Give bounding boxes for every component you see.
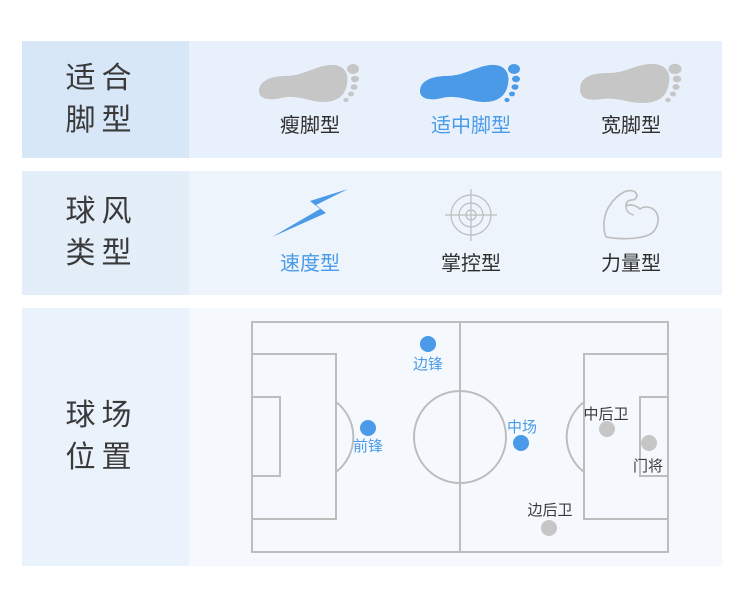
crosshair-icon [445,189,497,241]
football-pitch: 边锋 前锋 中场 中后卫 门将 边后卫 [251,321,669,553]
style-option-control[interactable]: 掌控型 [401,187,541,276]
foot-icon [420,64,520,103]
position-winger[interactable]: 边锋 [413,336,443,373]
position-label: 球场位置 [65,398,138,475]
position-full-back[interactable]: 边后卫 [527,501,573,536]
svg-text:前锋: 前锋 [353,437,383,455]
svg-text:门将: 门将 [633,457,663,475]
foot-type-row: 适合脚型 瘦脚型 适中脚型 [22,41,722,158]
foot-option-medium-label: 适中脚型 [431,113,511,137]
style-option-power[interactable]: 力量型 [561,187,701,276]
pitch-lines [251,321,669,553]
style-option-control-label: 掌控型 [441,251,501,275]
play-style-options: 速度型 掌控型 力量型 [189,171,722,295]
pitch-area: 边锋 前锋 中场 中后卫 门将 边后卫 [189,308,722,566]
svg-text:中场: 中场 [507,418,537,436]
position-striker[interactable]: 前锋 [353,420,383,455]
play-style-label-cell: 球风类型 [22,171,189,295]
position-midfield[interactable]: 中场 [507,418,537,451]
svg-text:中后卫: 中后卫 [583,405,628,423]
foot-type-label-cell: 适合脚型 [22,41,189,158]
position-goalkeeper[interactable]: 门将 [633,435,663,475]
foot-option-slim-label: 瘦脚型 [280,113,340,137]
play-style-row: 球风类型 速度型 掌控型 力量型 [22,171,722,295]
muscle-arm-icon [603,189,659,240]
lightning-icon [272,189,348,237]
foot-option-wide-label: 宽脚型 [601,113,661,137]
svg-text:边锋: 边锋 [413,355,443,373]
style-option-speed-label: 速度型 [280,251,340,275]
foot-option-medium[interactable]: 适中脚型 [401,61,541,138]
foot-icon [580,63,682,103]
style-option-power-label: 力量型 [601,251,661,275]
position-label-cell: 球场位置 [22,308,189,566]
foot-option-wide[interactable]: 宽脚型 [561,61,701,138]
foot-option-slim[interactable]: 瘦脚型 [240,61,380,138]
position-center-back[interactable]: 中后卫 [583,405,629,437]
foot-type-label: 适合脚型 [65,60,138,138]
foot-type-options: 瘦脚型 适中脚型 宽脚型 [189,41,722,158]
foot-icon [259,64,359,103]
position-row: 球场位置 边锋 前锋 [22,308,722,566]
svg-text:边后卫: 边后卫 [527,501,572,519]
play-style-label: 球风类型 [65,194,138,271]
style-option-speed[interactable]: 速度型 [240,187,380,276]
